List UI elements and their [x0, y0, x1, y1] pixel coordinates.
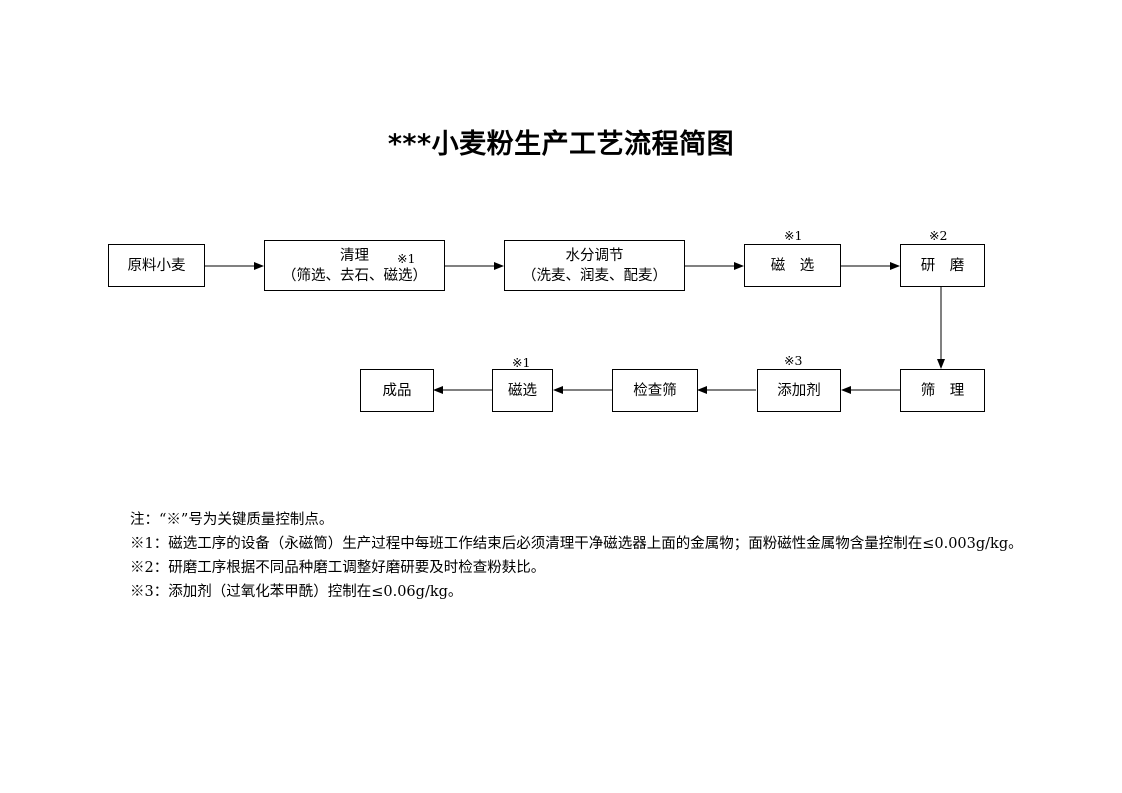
- box-sifting-label: 筛 理: [920, 382, 965, 399]
- box-cleaning: 清理 （筛选、去石、磁选）: [264, 240, 445, 291]
- box-grinding-label: 研 磨: [920, 257, 965, 274]
- box-inspection-label: 检查筛: [633, 382, 677, 399]
- page-title: ***小麦粉生产工艺流程简图: [387, 129, 735, 160]
- control-point-mark-grinding: ※2: [929, 228, 948, 243]
- box-sifting: 筛 理: [900, 369, 985, 412]
- control-point-mark-magnetic-2: ※1: [512, 355, 531, 370]
- control-point-mark-magnetic-1: ※1: [784, 228, 803, 243]
- note-control-point-2: ※2：研磨工序根据不同品种磨工调整好磨研要及时检查粉麸比。: [130, 560, 546, 576]
- box-magnetic-separation-2: 磁选: [492, 369, 553, 412]
- box-cleaning-subtitle: （筛选、去石、磁选）: [282, 267, 427, 284]
- box-moisture-conditioning: 水分调节 （洗麦、润麦、配麦）: [504, 240, 685, 291]
- box-finished-product: 成品: [360, 369, 434, 412]
- note-control-point-1: ※1：磁选工序的设备（永磁筒）生产过程中每班工作结束后必须清理干净磁选器上面的金…: [130, 536, 1023, 552]
- control-point-mark-cleaning: ※1: [397, 251, 416, 266]
- box-magnetic-1-label: 磁 选: [770, 257, 815, 274]
- control-point-mark-additive: ※3: [784, 353, 803, 368]
- box-raw-wheat: 原料小麦: [108, 244, 205, 287]
- box-moisture-subtitle: （洗麦、润麦、配麦）: [522, 267, 667, 284]
- box-moisture-title: 水分调节: [565, 247, 624, 264]
- box-product-label: 成品: [382, 382, 412, 399]
- box-magnetic-separation-1: 磁 选: [744, 244, 841, 287]
- notes-section: 注：“※”号为关键质量控制点。 ※1：磁选工序的设备（永磁筒）生产过程中每班工作…: [96, 508, 1036, 604]
- note-control-point-3: ※3：添加剂（过氧化苯甲酰）控制在≤0.06g/kg。: [130, 584, 463, 600]
- box-magnetic-2-label: 磁选: [508, 382, 537, 399]
- box-inspection-sieve: 检查筛: [612, 369, 698, 412]
- note-legend: 注：“※”号为关键质量控制点。: [130, 512, 334, 528]
- box-cleaning-title: 清理: [340, 247, 369, 264]
- box-grinding: 研 磨: [900, 244, 985, 287]
- box-additive: 添加剂: [757, 369, 841, 412]
- box-raw-wheat-label: 原料小麦: [127, 257, 186, 274]
- box-additive-label: 添加剂: [777, 382, 821, 399]
